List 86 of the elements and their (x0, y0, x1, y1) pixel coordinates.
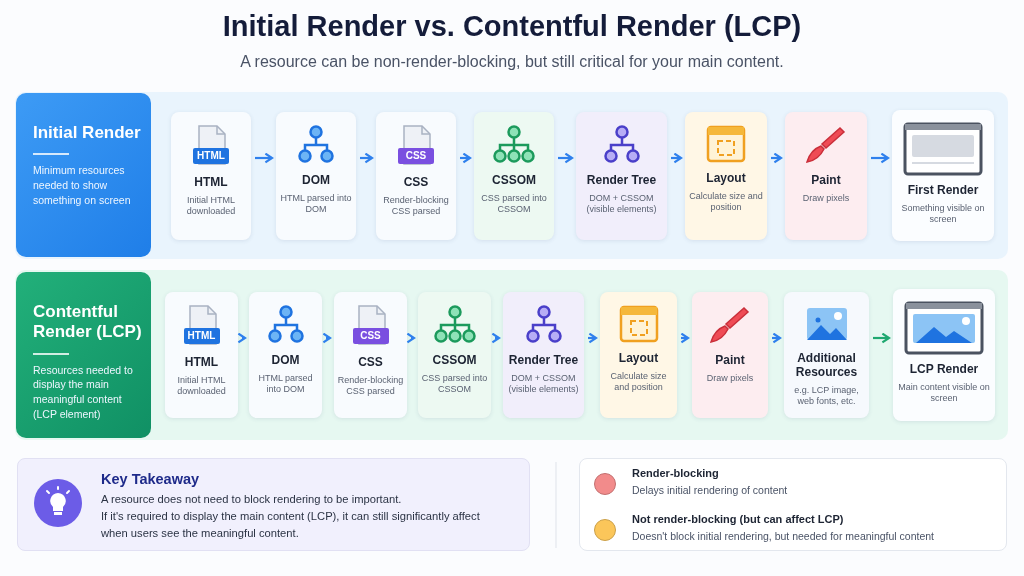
row-heading: Contentful Render (LCP) (33, 302, 143, 343)
step-title: CSSOM (432, 354, 477, 368)
step-card (474, 112, 554, 240)
takeaway-heading: Key Takeaway (101, 471, 201, 487)
step-card (685, 112, 767, 240)
step-title: Additional Resources (794, 352, 859, 380)
step-description: HTML parsed into DOM (279, 192, 353, 217)
legend-label: Render-blocking (632, 467, 719, 479)
step-card (893, 289, 995, 421)
file-type-label: HTML (196, 149, 226, 163)
step-card (692, 292, 768, 418)
step-description: HTML parsed into DOM (257, 372, 314, 397)
arrow (771, 152, 783, 164)
step-card (276, 112, 356, 240)
arrow (680, 332, 690, 344)
step-card (418, 292, 491, 418)
step-title: First Render (907, 184, 979, 198)
step-card (171, 112, 251, 240)
step-title: CSSOM (492, 174, 536, 188)
arrow (588, 332, 598, 344)
takeaway-text: A resource does not need to block rendering to be important. (101, 492, 403, 507)
arrow (558, 152, 574, 164)
step-description: DOM + CSSOM (visible elements) (585, 192, 658, 217)
step-description: Something visible on screen (900, 202, 986, 227)
step-title: DOM (302, 174, 330, 188)
step-card (165, 292, 238, 418)
row-heading: Initial Render (33, 123, 142, 144)
row-description: Minimum resources needed to show something on screen (33, 163, 132, 208)
file-type-label: CSS (359, 329, 382, 343)
step-description: Draw pixels (802, 192, 850, 205)
step-card (249, 292, 322, 418)
file-type-label: HTML (186, 329, 217, 343)
step-description: Calculate size and position (688, 190, 764, 215)
step-card (376, 112, 456, 240)
step-title: LCP Render (909, 363, 979, 377)
header-card (16, 272, 151, 438)
title: Initial Render vs. Contentful Render (LCP) (221, 10, 803, 43)
takeaway-text: If it's required to display the main content (LCP), it can still significantly affect when users see the meaningful content. (101, 508, 481, 541)
arrow (871, 152, 890, 164)
step-description: e.g. LCP image, web fonts, etc. (793, 384, 860, 408)
step-title: Paint (715, 354, 745, 368)
legend-label: Not render-blocking (but can affect LCP) (632, 513, 844, 525)
step-description: Render-blocking CSS parsed (337, 374, 404, 399)
takeaway-card (17, 458, 530, 551)
step-card (334, 292, 407, 418)
step-title: Paint (811, 174, 841, 188)
subtitle: A resource can be non-render-blocking, but still critical for your main content. (239, 53, 785, 71)
step-description: CSS parsed into CSSOM (480, 192, 548, 217)
step-title: Layout (706, 172, 746, 186)
step-description: Draw pixels (706, 372, 754, 385)
step-description: Initial HTML downloaded (185, 194, 237, 219)
step-card (576, 112, 667, 240)
step-title: Layout (618, 352, 659, 366)
step-description: DOM + CSSOM (visible elements) (507, 372, 580, 397)
step-description: Calculate size and position (609, 370, 668, 395)
legend-description: Delays initial rendering of content (632, 484, 788, 496)
arrow (671, 152, 683, 164)
step-title: Render Tree (508, 354, 579, 368)
step-description: Initial HTML downloaded (176, 374, 227, 399)
arrow (460, 152, 472, 164)
step-card (503, 292, 584, 418)
step-title: DOM (271, 354, 300, 368)
arrow (322, 332, 332, 344)
step-description: Render-blocking CSS parsed (382, 194, 450, 219)
step-card (892, 110, 994, 241)
step-title: Render Tree (586, 174, 657, 188)
step-title: HTML (184, 356, 219, 370)
arrow (406, 332, 416, 344)
step-card (600, 292, 677, 418)
step-title: CSS (358, 356, 383, 370)
arrow (255, 152, 274, 164)
arrow (491, 332, 501, 344)
arrow (873, 332, 891, 344)
step-title: HTML (194, 176, 228, 190)
arrow (772, 332, 782, 344)
arrow (360, 152, 374, 164)
row-description: Resources needed to display the main meaningful content (LCP element) (33, 362, 134, 422)
file-type-label: CSS (404, 149, 428, 163)
arrow (237, 332, 247, 344)
step-card (785, 112, 867, 240)
step-title: CSS (403, 176, 429, 190)
step-description: Main content visible on screen (897, 381, 991, 406)
step-card (784, 292, 869, 418)
header-card (16, 93, 151, 257)
step-description: CSS parsed into CSSOM (421, 372, 488, 397)
legend-description: Doesn't block initial rendering, but needed for meaningful content (632, 530, 935, 542)
